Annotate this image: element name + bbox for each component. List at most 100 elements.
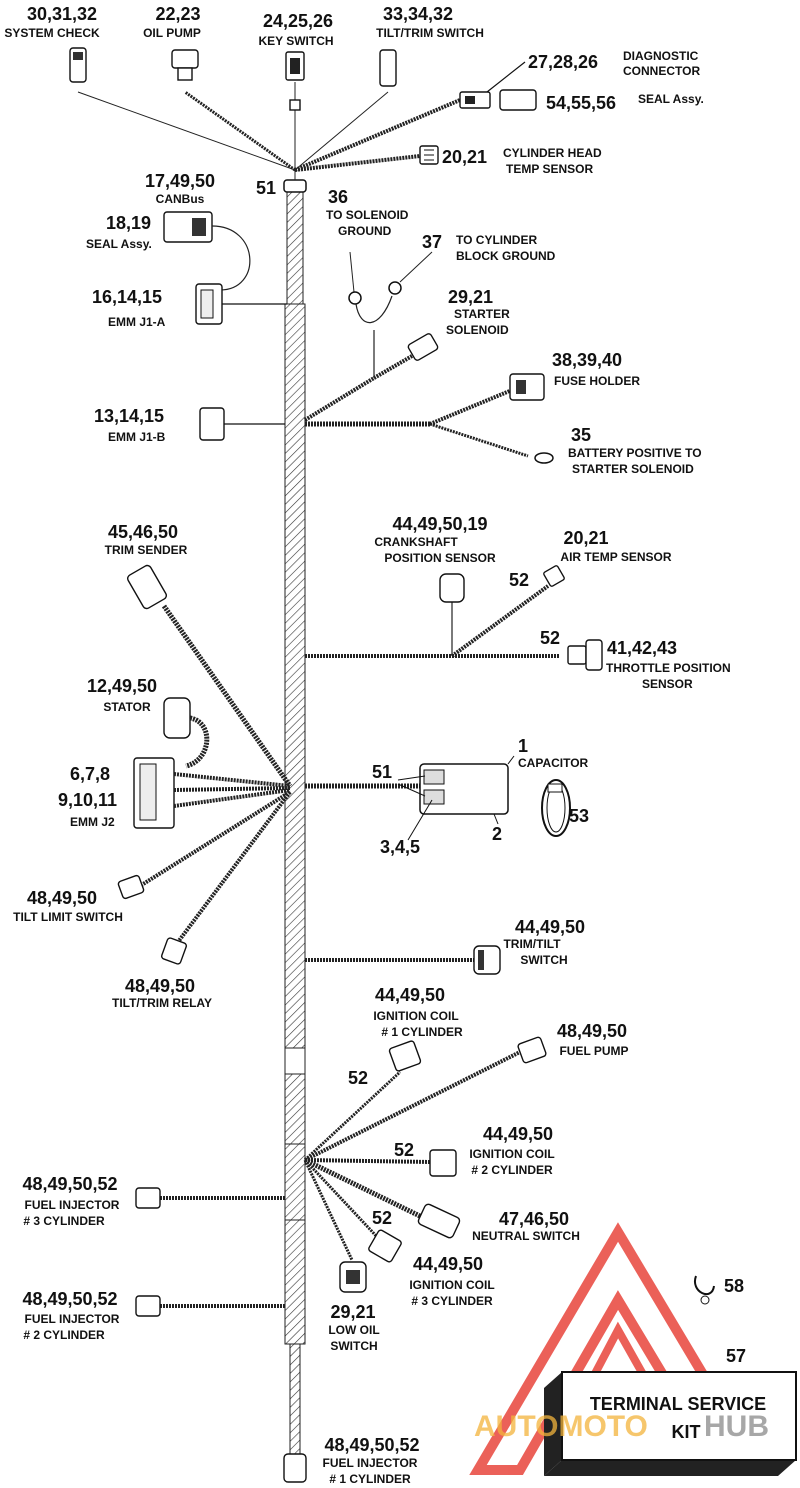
starter-solenoid-label-2: SOLENOID bbox=[446, 323, 509, 337]
tilt-trim-switch-connector bbox=[379, 49, 397, 87]
block-ground-label-2: BLOCK GROUND bbox=[456, 249, 556, 263]
key-switch-connector bbox=[285, 51, 305, 111]
emm-j1b-num: 13,14,15 bbox=[94, 406, 164, 426]
fuel-inj-1-label-1: FUEL INJECTOR bbox=[323, 1456, 418, 1470]
low-oil-num: 29,21 bbox=[330, 1302, 375, 1322]
ign-coil-1-label-2: # 1 CYLINDER bbox=[381, 1025, 463, 1039]
fuel-inj-3-label-2: # 3 CYLINDER bbox=[23, 1214, 105, 1228]
lower-fan-wires bbox=[303, 1050, 521, 1261]
terminal-kit-label-2: KIT bbox=[672, 1422, 701, 1442]
capacitor-branch bbox=[305, 755, 515, 841]
diagnostic-num: 27,28,26 bbox=[528, 52, 598, 72]
fuel-injector-2-branch bbox=[135, 1295, 285, 1317]
trim-tilt-switch-label-2: SWITCH bbox=[520, 953, 567, 967]
starter-solenoid-num: 29,21 bbox=[448, 287, 493, 307]
fuel-injector-1-connector bbox=[283, 1453, 307, 1483]
seal-assy-top-num: 54,55,56 bbox=[546, 93, 616, 113]
stator-num: 12,49,50 bbox=[87, 676, 157, 696]
terminal-kit-box bbox=[544, 1371, 797, 1476]
seal-assy-left-label: SEAL Assy. bbox=[86, 237, 152, 251]
ign-coil-3-num: 44,49,50 bbox=[413, 1254, 483, 1274]
air-temp-num: 20,21 bbox=[563, 528, 608, 548]
fuel-pump-num: 48,49,50 bbox=[557, 1021, 627, 1041]
fuel-inj-3-num: 48,49,50,52 bbox=[22, 1174, 117, 1194]
stator-label: STATOR bbox=[103, 700, 151, 714]
watermark-text-b: HUB bbox=[704, 1410, 769, 1443]
seal-assy-left-num: 18,19 bbox=[106, 213, 151, 233]
clip-coil2-num: 52 bbox=[394, 1140, 414, 1160]
tilt-trim-relay-num: 48,49,50 bbox=[125, 976, 195, 996]
trim-tilt-switch-label-1: TRIM/TILT bbox=[503, 937, 561, 951]
emm-j2-num-1: 6,7,8 bbox=[70, 764, 110, 784]
strap-clamp bbox=[541, 779, 571, 837]
strap-num: 53 bbox=[569, 806, 589, 826]
crankshaft-num: 44,49,50,19 bbox=[392, 514, 487, 534]
clip-air-num: 52 bbox=[509, 570, 529, 590]
trim-sender-label: TRIM SENDER bbox=[105, 543, 188, 557]
cyl-head-temp-label-1: CYLINDER HEAD bbox=[503, 146, 602, 160]
ign-coil-3-label-2: # 3 CYLINDER bbox=[411, 1294, 493, 1308]
battery-positive-num: 35 bbox=[571, 425, 591, 445]
trim-tilt-switch-branch bbox=[305, 945, 501, 975]
emm-j1a-label: EMM J1-A bbox=[108, 315, 166, 329]
tilt-limit-label: TILT LIMIT SWITCH bbox=[13, 910, 123, 924]
neutral-switch-num: 47,46,50 bbox=[499, 1209, 569, 1229]
block-ground-num: 37 bbox=[422, 232, 442, 252]
crankshaft-label-2: POSITION SENSOR bbox=[384, 551, 496, 565]
emm-j2-label: EMM J2 bbox=[70, 815, 115, 829]
cyl-head-temp-label-2: TEMP SENSOR bbox=[506, 162, 593, 176]
fuel-pump-connector bbox=[517, 1036, 547, 1064]
throttle-position-label-2: SENSOR bbox=[642, 677, 693, 691]
fuse-holder-label: FUSE HOLDER bbox=[554, 374, 640, 388]
main-trunk bbox=[283, 179, 307, 1455]
tilt-trim-switch-label: TILT/TRIM SWITCH bbox=[376, 26, 484, 40]
key-switch-label: KEY SWITCH bbox=[258, 34, 333, 48]
fuel-inj-1-num: 48,49,50,52 bbox=[324, 1435, 419, 1455]
trim-sender-branch bbox=[127, 564, 293, 788]
diagnostic-label-2: CONNECTOR bbox=[623, 64, 700, 78]
neutral-switch-label: NEUTRAL SWITCH bbox=[472, 1229, 580, 1243]
tilt-limit-num: 48,49,50 bbox=[27, 888, 97, 908]
solenoid-ground-num: 36 bbox=[328, 187, 348, 207]
fuse-holder-branch bbox=[305, 373, 554, 464]
oil-pump-num: 22,23 bbox=[155, 4, 200, 24]
terminal-kit-num: 57 bbox=[726, 1346, 746, 1366]
fuel-injector-3-branch bbox=[135, 1187, 285, 1209]
trim-sender-num: 45,46,50 bbox=[108, 522, 178, 542]
throttle-position-label-1: THROTTLE POSITION bbox=[606, 661, 731, 675]
low-oil-label-2: SWITCH bbox=[330, 1339, 377, 1353]
cap-body-num: 2 bbox=[492, 824, 502, 844]
emm-j1a-connector bbox=[195, 283, 287, 325]
cyl-head-temp-connector bbox=[419, 145, 439, 165]
grommet-mid-num: 51 bbox=[372, 762, 392, 782]
neutral-switch-connector bbox=[417, 1203, 461, 1239]
ign-coil-1-num: 44,49,50 bbox=[375, 985, 445, 1005]
crankshaft-label-1: CRANKSHAFT bbox=[374, 535, 458, 549]
ign-coil-3-connector bbox=[368, 1229, 402, 1263]
watermark-text-a: AUTOMOTO bbox=[474, 1410, 648, 1443]
terminal-kit-label-1: TERMINAL SERVICE bbox=[590, 1394, 766, 1414]
seal-assy-top-label: SEAL Assy. bbox=[638, 92, 704, 106]
starter-solenoid-connector bbox=[303, 333, 439, 422]
grommet-top-num: 51 bbox=[256, 178, 276, 198]
ign-coil-2-label-2: # 2 CYLINDER bbox=[471, 1163, 553, 1177]
air-temp-label: AIR TEMP SENSOR bbox=[560, 550, 671, 564]
ign-coil-3-label-1: IGNITION COIL bbox=[409, 1278, 494, 1292]
capacitor-num: 1 bbox=[518, 736, 528, 756]
grommet-top bbox=[283, 179, 307, 193]
clip-58-num: 58 bbox=[724, 1276, 744, 1296]
canbus-connector bbox=[163, 211, 251, 291]
cyl-head-temp-num: 20,21 bbox=[442, 147, 487, 167]
fuse-holder-num: 38,39,40 bbox=[552, 350, 622, 370]
low-oil-connector bbox=[339, 1261, 367, 1293]
top-wires bbox=[77, 82, 461, 180]
ground-wires bbox=[348, 251, 433, 378]
watermark-text: AUTOMOTO HUB bbox=[474, 1410, 769, 1443]
emm-j2-num-2: 9,10,11 bbox=[58, 790, 117, 810]
starter-solenoid-label-1: STARTER bbox=[454, 307, 510, 321]
oil-pump-label: OIL PUMP bbox=[143, 26, 201, 40]
ign-coil-1-label-1: IGNITION COIL bbox=[373, 1009, 458, 1023]
clip-coil1-num: 52 bbox=[348, 1068, 368, 1088]
ign-coil-2-label-1: IGNITION COIL bbox=[469, 1147, 554, 1161]
